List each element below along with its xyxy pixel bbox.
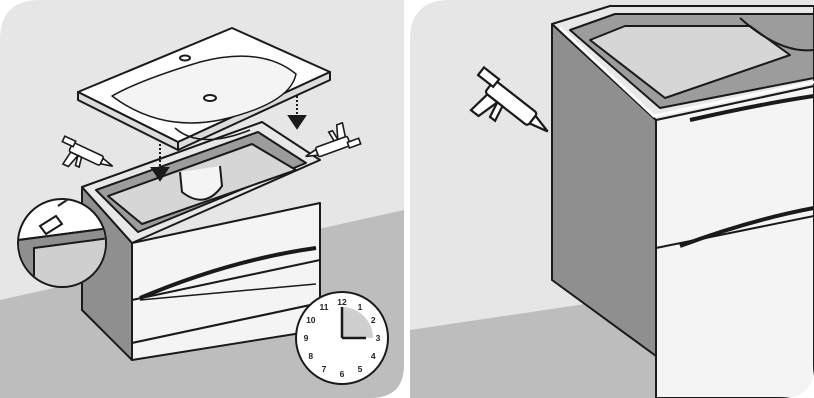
- clock-number: 7: [322, 364, 327, 374]
- clock-number: 11: [320, 302, 329, 312]
- clock-number: 8: [308, 351, 313, 361]
- assembly-illustration-right: [410, 0, 814, 398]
- clock-number: 2: [371, 315, 376, 325]
- clock-number: 5: [358, 364, 363, 374]
- clock-number: 6: [340, 369, 345, 379]
- clock-number: 3: [376, 333, 381, 343]
- clock-number: 4: [371, 351, 376, 361]
- clock-number: 9: [304, 333, 309, 343]
- clock-number: 12: [337, 297, 347, 307]
- step-panel-right: [410, 0, 814, 398]
- clock-number: 1: [358, 302, 363, 312]
- clock-number: 10: [306, 315, 316, 325]
